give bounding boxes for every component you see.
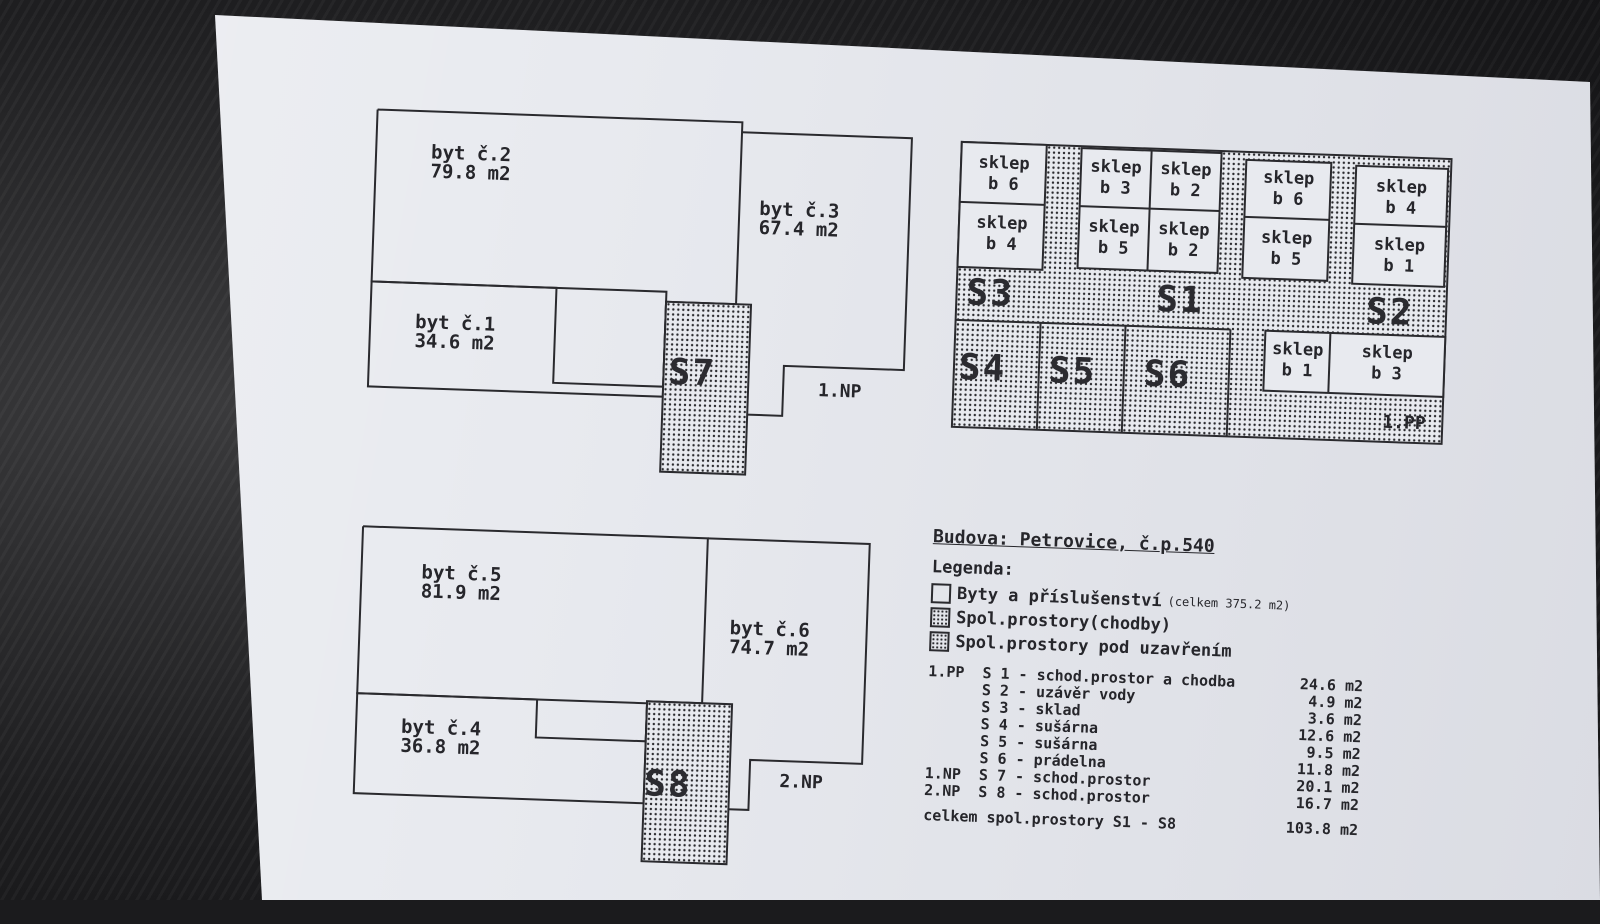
dotted-box-icon (929, 607, 951, 628)
plan-1pp (950, 140, 1453, 445)
space-list-values: 24.6 m2 4.9 m2 3.6 m2 12.6 m2 9.5 m2 11.… (1295, 675, 1364, 815)
space-s7 (659, 300, 753, 476)
space-s8 (640, 700, 734, 866)
label-s4: S4 (958, 347, 1008, 390)
unit-byt4: byt č.4 36.8 m2 (400, 715, 482, 760)
space-list: 1.PP S 1 - schod.prostor a chodba S 2 - … (923, 662, 1508, 819)
cellar-cell: sklep b 3 (1361, 342, 1414, 385)
unit-byt1: byt č.1 34.6 m2 (414, 310, 496, 355)
empty-box-icon (930, 583, 952, 604)
cellar-cell: sklep b 6 (1262, 167, 1315, 210)
legend-title: Legenda: (931, 557, 1015, 581)
label-s1: S1 (1155, 278, 1205, 322)
cellar-cell: sklep b 2 (1160, 158, 1212, 202)
unit-byt5: byt č.5 81.9 m2 (420, 561, 502, 606)
legend: Budova: Petrovice, č.p.540 Legenda: Byty… (923, 526, 1513, 844)
label-s3: S3 (965, 272, 1015, 315)
cellar-cell: sklep b 1 (1271, 338, 1324, 382)
dotted-box-icon (929, 631, 950, 652)
label-s6: S6 (1143, 353, 1192, 397)
unit-byt6: byt č.6 74.7 m2 (728, 617, 811, 661)
cellar-cell: sklep b 5 (1088, 216, 1140, 259)
label-s2: S2 (1365, 291, 1415, 334)
unit-byt2: byt č.2 79.8 m2 (430, 141, 512, 186)
floor-label-1pp: 1.PP (1381, 411, 1427, 435)
cellar-cell: sklep b 6 (978, 152, 1031, 195)
space-list-names: 1.PP S 1 - schod.prostor a chodba S 2 - … (923, 662, 1236, 807)
plan-1np (366, 108, 913, 476)
cellar-cell: sklep b 3 (1090, 156, 1142, 199)
label-s5: S5 (1048, 350, 1097, 393)
label-s8: S8 (643, 763, 693, 806)
label-s7: S7 (667, 351, 717, 395)
cellar-cell: sklep b 4 (1375, 176, 1428, 219)
cellar-cell: sklep b 5 (1260, 227, 1313, 270)
floor-label-1np: 1.NP (817, 380, 862, 403)
unit-byt3: byt č.3 67.4 m2 (758, 197, 840, 242)
plan-2np (352, 525, 871, 866)
floor-label-2np: 2.NP (779, 770, 824, 794)
cellar-cell: sklep b 4 (976, 212, 1028, 255)
total-value: 103.8 m2 (1285, 818, 1359, 840)
cellar-cell: sklep b 1 (1373, 234, 1426, 277)
cellar-cell: sklep b 2 (1157, 218, 1210, 262)
